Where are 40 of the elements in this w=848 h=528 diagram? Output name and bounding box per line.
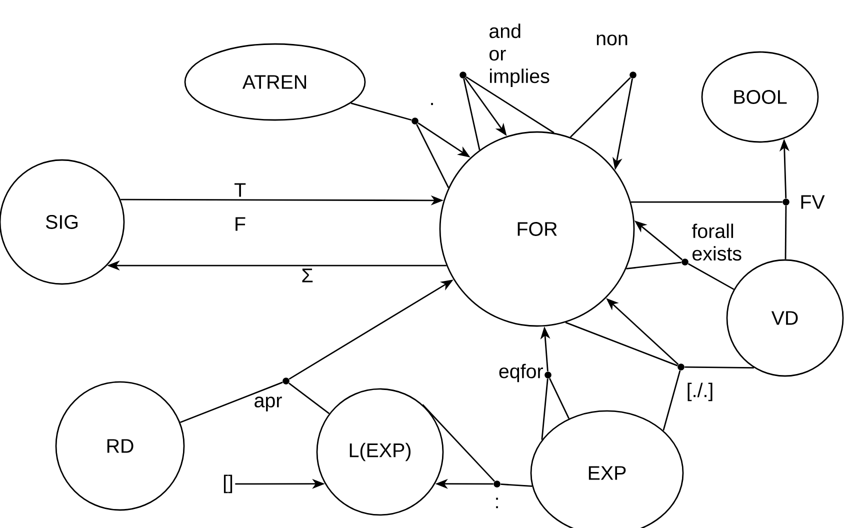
connector-line	[662, 370, 681, 431]
operation-label: apr	[254, 396, 282, 412]
connector-line	[500, 484, 532, 487]
junction-dot	[682, 258, 688, 266]
operation-label: F	[236, 217, 246, 231]
junction-dot	[630, 72, 636, 78]
connector-line	[422, 404, 495, 482]
connector-line	[684, 366, 754, 368]
operation-label: [./.]	[688, 382, 712, 402]
connector-line	[784, 206, 787, 260]
operation-label: forall exists	[692, 224, 742, 261]
edge-label: T	[234, 183, 246, 197]
operation-label: FV	[801, 195, 825, 209]
connector-line	[565, 322, 678, 366]
junction-dot	[544, 372, 552, 378]
connector-line	[688, 263, 734, 290]
connector-line	[288, 382, 330, 414]
connector-line	[541, 378, 548, 440]
junction-dot	[460, 72, 466, 78]
operation-label: []	[224, 474, 232, 494]
junction-dot	[678, 364, 684, 370]
junction-dot	[412, 118, 418, 124]
operation-label: :	[496, 498, 498, 508]
connector-line	[548, 378, 570, 419]
connector-line	[463, 78, 480, 150]
connector-line	[416, 124, 450, 188]
connector-line	[570, 77, 631, 138]
edge-label: Σ	[302, 268, 313, 282]
connector-line	[350, 102, 412, 121]
connector-line	[180, 382, 283, 424]
operation-label: eqfor	[499, 364, 543, 382]
operation-label: .	[431, 102, 433, 106]
connector-line	[630, 201, 782, 203]
junction-dot	[282, 378, 290, 384]
junction-dot	[782, 198, 790, 206]
connector-line	[466, 76, 554, 134]
connector-line	[626, 262, 682, 270]
junction-dot	[494, 480, 500, 488]
operation-label: non	[596, 34, 628, 46]
operation-label: and or implies	[490, 24, 550, 87]
